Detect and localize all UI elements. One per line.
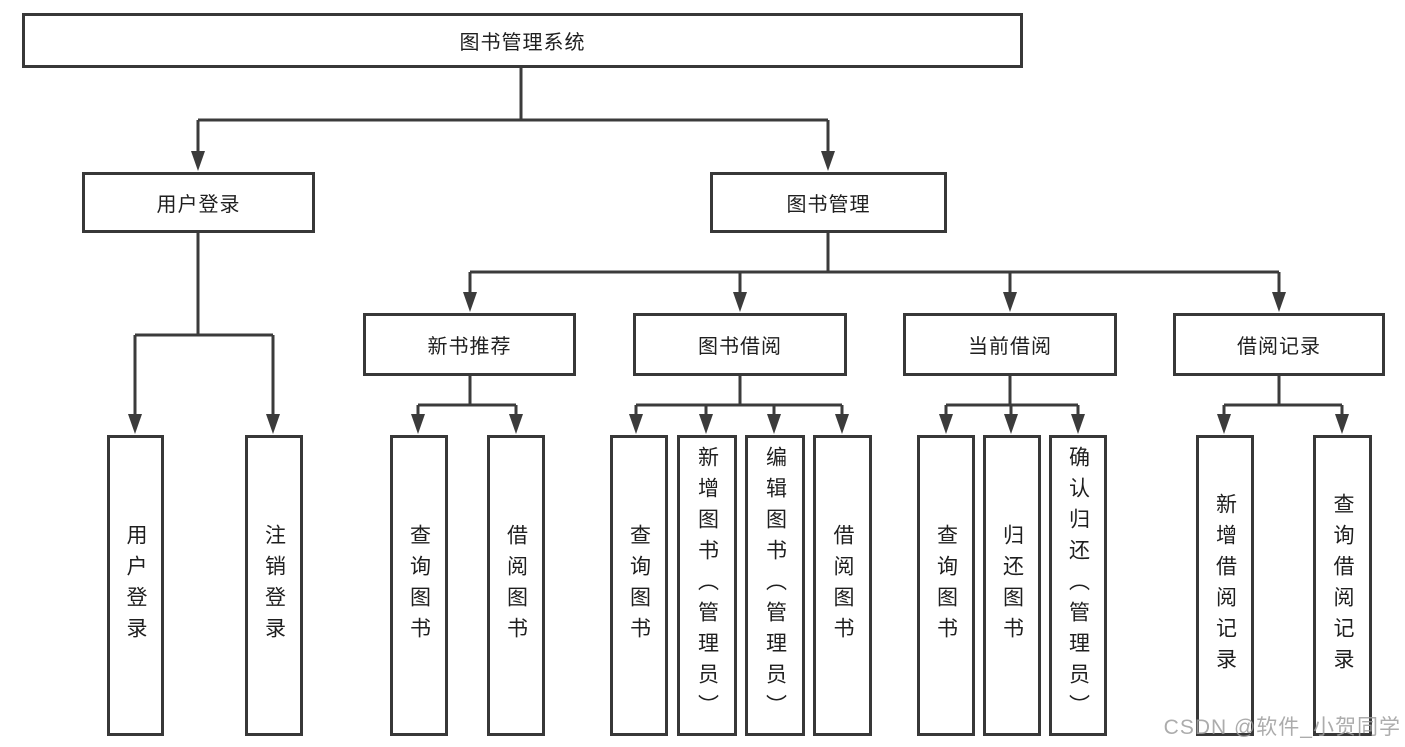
leaf-label: 确认归还（管理员） — [1066, 446, 1090, 725]
leaf-confirm-return-admin: 确认归还（管理员） — [1049, 435, 1107, 736]
leaf-label: 查询图书 — [627, 523, 651, 648]
node-borrow-record: 借阅记录 — [1173, 313, 1385, 376]
node-root: 图书管理系统 — [22, 13, 1023, 68]
node-book-management: 图书管理 — [710, 172, 947, 233]
leaf-borrow-books: 借阅图书 — [813, 435, 872, 736]
node-book-borrow: 图书借阅 — [633, 313, 847, 376]
leaf-query-books-newbook: 查询图书 — [390, 435, 448, 736]
leaf-label: 新增图书（管理员） — [695, 446, 719, 725]
node-current-borrow: 当前借阅 — [903, 313, 1117, 376]
leaf-add-books-admin: 新增图书（管理员） — [677, 435, 737, 736]
leaf-label: 借阅图书 — [504, 523, 528, 648]
leaf-logout: 注销登录 — [245, 435, 303, 736]
leaf-edit-books-admin: 编辑图书（管理员） — [745, 435, 805, 736]
leaf-borrow-books-newbook: 借阅图书 — [487, 435, 545, 736]
leaf-label: 查询图书 — [407, 523, 431, 648]
leaf-label: 借阅图书 — [831, 523, 854, 648]
leaf-query-books-current: 查询图书 — [917, 435, 975, 736]
leaf-label: 注销登录 — [262, 523, 286, 648]
node-new-book-recommend: 新书推荐 — [363, 313, 576, 376]
leaf-label: 编辑图书（管理员） — [763, 446, 787, 725]
leaf-add-borrow-record: 新增借阅记录 — [1196, 435, 1254, 736]
leaf-label: 查询图书 — [934, 523, 958, 648]
leaf-label: 查询借阅记录 — [1331, 492, 1354, 679]
leaf-return-books: 归还图书 — [983, 435, 1041, 736]
leaf-label: 用户登录 — [124, 523, 147, 648]
leaf-query-books-borrow: 查询图书 — [610, 435, 668, 736]
leaf-label: 归还图书 — [1000, 523, 1024, 648]
leaf-label: 新增借阅记录 — [1213, 492, 1237, 679]
leaf-query-borrow-record: 查询借阅记录 — [1313, 435, 1372, 736]
node-user-login: 用户登录 — [82, 172, 315, 233]
leaf-user-login: 用户登录 — [107, 435, 164, 736]
csdn-watermark: CSDN @软件_小贺同学 — [1163, 716, 1401, 739]
